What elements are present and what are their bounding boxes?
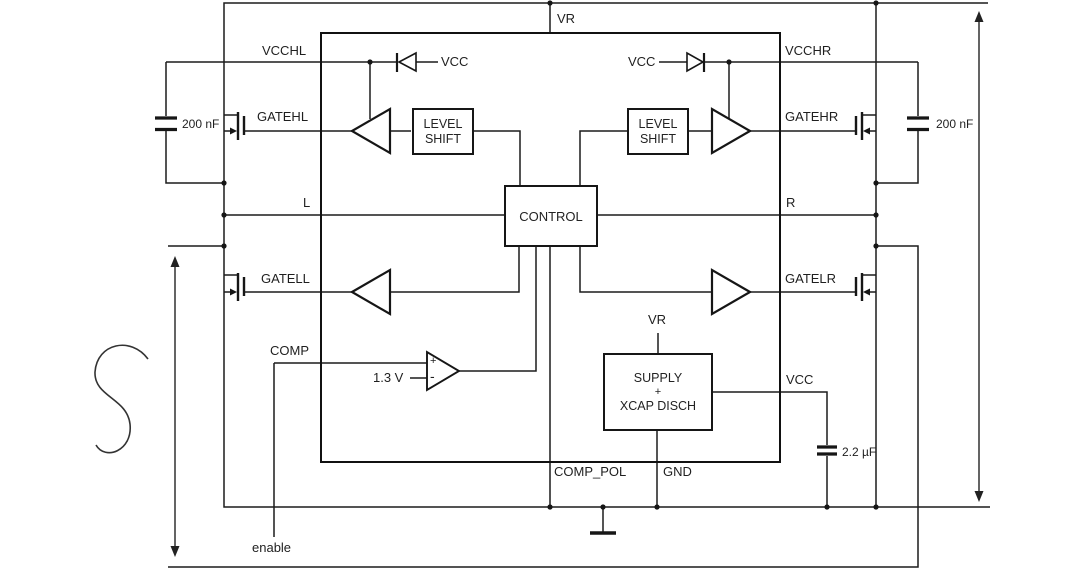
lower-left-input [390,247,520,293]
comparator-icon [426,350,461,392]
pin-label-gnd: GND [663,464,692,479]
supply-block-line3: XCAP DISCH [619,399,697,413]
ac-sine-icon [94,344,149,454]
level-shift-right-line1: LEVEL [638,116,678,131]
pin-label-l: L [303,195,311,210]
capacitor-200nf-left-icon [155,116,177,132]
cap-left-branch [165,62,224,184]
mosfet-gatehl-icon [236,112,246,140]
level-shift-left-line1: LEVEL [423,116,463,131]
control-block: CONTROL [504,185,598,247]
buffer-gatehr-icon [710,107,753,155]
pin-label-comp-pol: COMP_POL [554,464,627,479]
ic-boundary-box [320,32,781,463]
vcchr-wire [659,61,919,184]
pin-label-vcchl: VCCHL [262,43,307,58]
net-label-vcc-left: VCC [441,54,469,69]
supply-block-line2: + [654,386,662,398]
junction-dots [221,0,879,510]
vcc-out-wire [712,391,828,507]
net-label-vr-supply: VR [648,312,667,327]
value-label-cap-right: 200 nF [936,117,974,131]
pin-label-gatelr: GATELR [785,271,837,286]
net-label-vcc-out: VCC [786,372,814,387]
lower-right-input [579,247,712,293]
value-label-cap-out: 2.2 µF [842,445,877,459]
mosfet-arrow [230,288,237,296]
top-left-ground-rail [223,2,990,508]
pin-label-vcchr: VCCHR [785,43,832,58]
capacitor-2u2-icon [817,445,837,456]
pin-label-comp: COMP [270,343,309,358]
buffer-gatehl-icon [349,107,392,155]
mosfet-arrow [863,288,870,296]
net-label-vcc-right: VCC [628,54,656,69]
level-shift-left-line2: SHIFT [424,131,462,146]
supply-block-line1: SUPPLY [633,371,683,385]
mosfet-arrow [863,127,870,135]
capacitor-200nf-right-icon [907,116,929,132]
comparator-out [459,247,537,372]
bootstrap-diode-left-icon [397,51,417,73]
mosfet-gatell-icon [236,273,246,301]
pin-label-r: R [786,195,796,210]
mosfet-gatehr-icon [854,112,864,140]
ls-left-chain [390,130,521,185]
supply-xcap-block: SUPPLY + XCAP DISCH [603,353,713,431]
ls-right-chain [579,130,712,185]
bootstrap-diode-right-icon [686,51,705,73]
mosfet-stubs [224,114,876,293]
net-label-vr-top: VR [557,11,576,26]
buffer-gatelr-icon [710,268,753,316]
level-shift-left-block: LEVEL SHIFT [412,108,474,155]
pin-label-gatehl: GATEHL [257,109,309,124]
buffer-gatell-icon [349,268,392,316]
mosfet-gatelr-icon [854,273,864,301]
control-block-label: CONTROL [519,208,583,224]
pin-label-gatehr: GATEHR [785,109,839,124]
value-label-vref: 1.3 V [373,370,404,385]
net-label-enable: enable [252,540,292,555]
level-shift-right-block: LEVEL SHIFT [627,108,689,155]
comparator-minus-sign: - [430,368,435,384]
level-shift-right-line2: SHIFT [639,131,677,146]
value-label-cap-left: 200 nF [182,117,220,131]
comparator-plus-sign: + [430,355,437,367]
mosfet-arrow [230,127,237,135]
pin-label-gatell: GATELL [261,271,310,286]
bottom-return-wire [168,245,919,568]
